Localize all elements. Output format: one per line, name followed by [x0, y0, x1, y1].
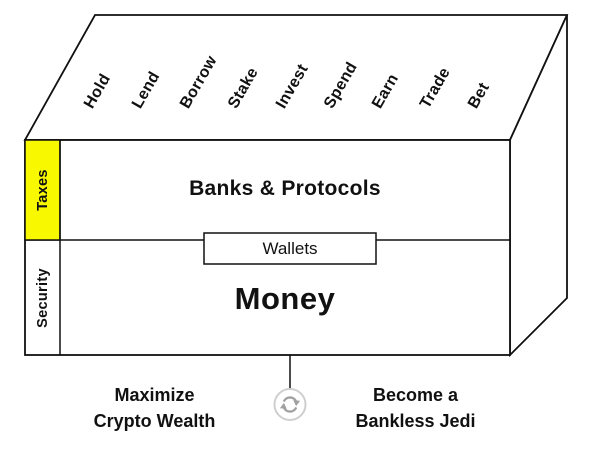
taxes-label-cell: Taxes	[25, 140, 60, 240]
taxes-label: Taxes	[34, 169, 51, 211]
footer-right-line1: Become a	[372, 385, 459, 405]
money-label: Money	[234, 281, 336, 316]
wallets-box	[203, 232, 377, 265]
footer-left-caption: Maximize Crypto Wealth	[52, 382, 257, 434]
wallets-label: Wallets	[262, 238, 318, 258]
banks-protocols-label: Banks & Protocols	[189, 177, 381, 200]
footer-right-line2: Bankless Jedi	[355, 411, 476, 431]
footer-left-line1: Maximize	[114, 385, 195, 405]
security-label-cell: Security	[25, 240, 60, 355]
refresh-icon	[279, 396, 301, 413]
security-label: Security	[34, 267, 51, 328]
footer-right-caption: Become a Bankless Jedi	[313, 382, 518, 434]
footer-left-line2: Crypto Wealth	[93, 411, 216, 431]
refresh-circle	[273, 388, 307, 421]
